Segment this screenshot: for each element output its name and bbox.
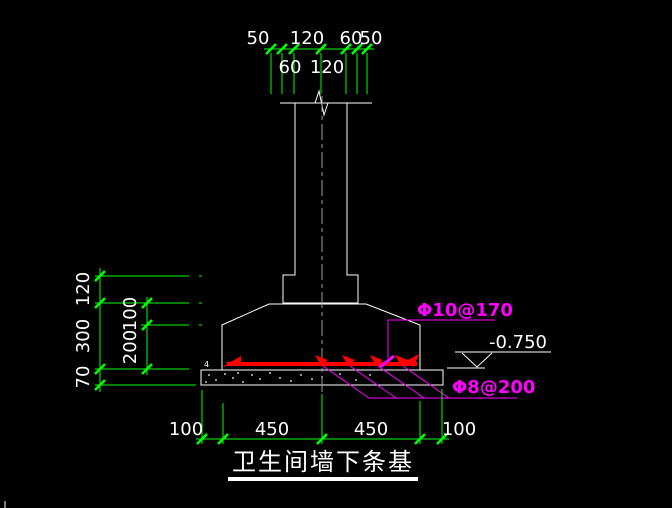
dim-top-extension-lines bbox=[270, 53, 368, 94]
dim-left-value: 120 bbox=[73, 272, 94, 306]
dim-bottom-value: 450 bbox=[354, 419, 388, 440]
dim-left-value: 100 bbox=[120, 297, 141, 331]
dim-left-value: 300 bbox=[73, 319, 94, 353]
dim-top-value: 50 bbox=[360, 28, 383, 49]
dist-bar-leader-3 bbox=[377, 365, 425, 399]
dist-bar-leader-2 bbox=[349, 365, 397, 399]
rebar-tick-2 bbox=[342, 355, 355, 366]
rebar-left-hook bbox=[222, 356, 241, 367]
elevation-value: -0.750 bbox=[489, 332, 547, 353]
elevation-marker: -0.750 bbox=[447, 332, 551, 369]
drawing-title: 卫生间墙下条基 bbox=[232, 448, 414, 476]
rebar-tick-1 bbox=[315, 355, 328, 366]
dim-left-value: 200 bbox=[120, 330, 141, 364]
dim-top: 50 120 60 50 60 120 bbox=[247, 28, 383, 94]
dim-bottom-value: 100 bbox=[169, 419, 203, 440]
top-bar-leader-tick bbox=[379, 354, 395, 369]
stray-text-mark: 4 bbox=[204, 360, 209, 369]
dim-left-extension-lines bbox=[95, 275, 202, 386]
dim-bottom-value: 450 bbox=[255, 419, 289, 440]
dim-bottom-value: 100 bbox=[442, 419, 476, 440]
elevation-triangle-icon bbox=[461, 352, 493, 368]
dim-bottom-extension-lines bbox=[201, 389, 443, 444]
dist-bar-leader-4 bbox=[402, 365, 450, 399]
wall-hatched-body bbox=[282, 102, 359, 304]
dim-bottom: 100 450 450 100 bbox=[169, 389, 476, 445]
dim-left: 120 300 70 100 200 bbox=[73, 268, 202, 392]
cushion-stipple bbox=[205, 372, 371, 383]
dim-top-value: 50 bbox=[247, 28, 270, 49]
dim-top-value: 120 bbox=[290, 28, 324, 49]
rebar-annotations: Φ10@170 Φ8@200 bbox=[322, 300, 535, 399]
rebar-tick-3 bbox=[370, 355, 383, 366]
rebar-tick-4 bbox=[395, 355, 408, 366]
dist-bar-leader-1 bbox=[322, 365, 370, 399]
dim-top-value: 60 bbox=[279, 57, 302, 78]
wall-section bbox=[280, 89, 372, 304]
dist-bar-label: Φ8@200 bbox=[452, 377, 535, 398]
dim-top-value: 120 bbox=[310, 57, 344, 78]
drawing-title-block: 卫生间墙下条基 bbox=[228, 448, 418, 481]
dim-top-value: 60 bbox=[340, 28, 363, 49]
dim-top-ticks bbox=[265, 43, 373, 55]
top-bar-label: Φ10@170 bbox=[417, 300, 513, 321]
title-underline bbox=[228, 477, 418, 481]
rebar-right-hook bbox=[404, 354, 419, 367]
dim-left-value: 70 bbox=[73, 366, 94, 389]
